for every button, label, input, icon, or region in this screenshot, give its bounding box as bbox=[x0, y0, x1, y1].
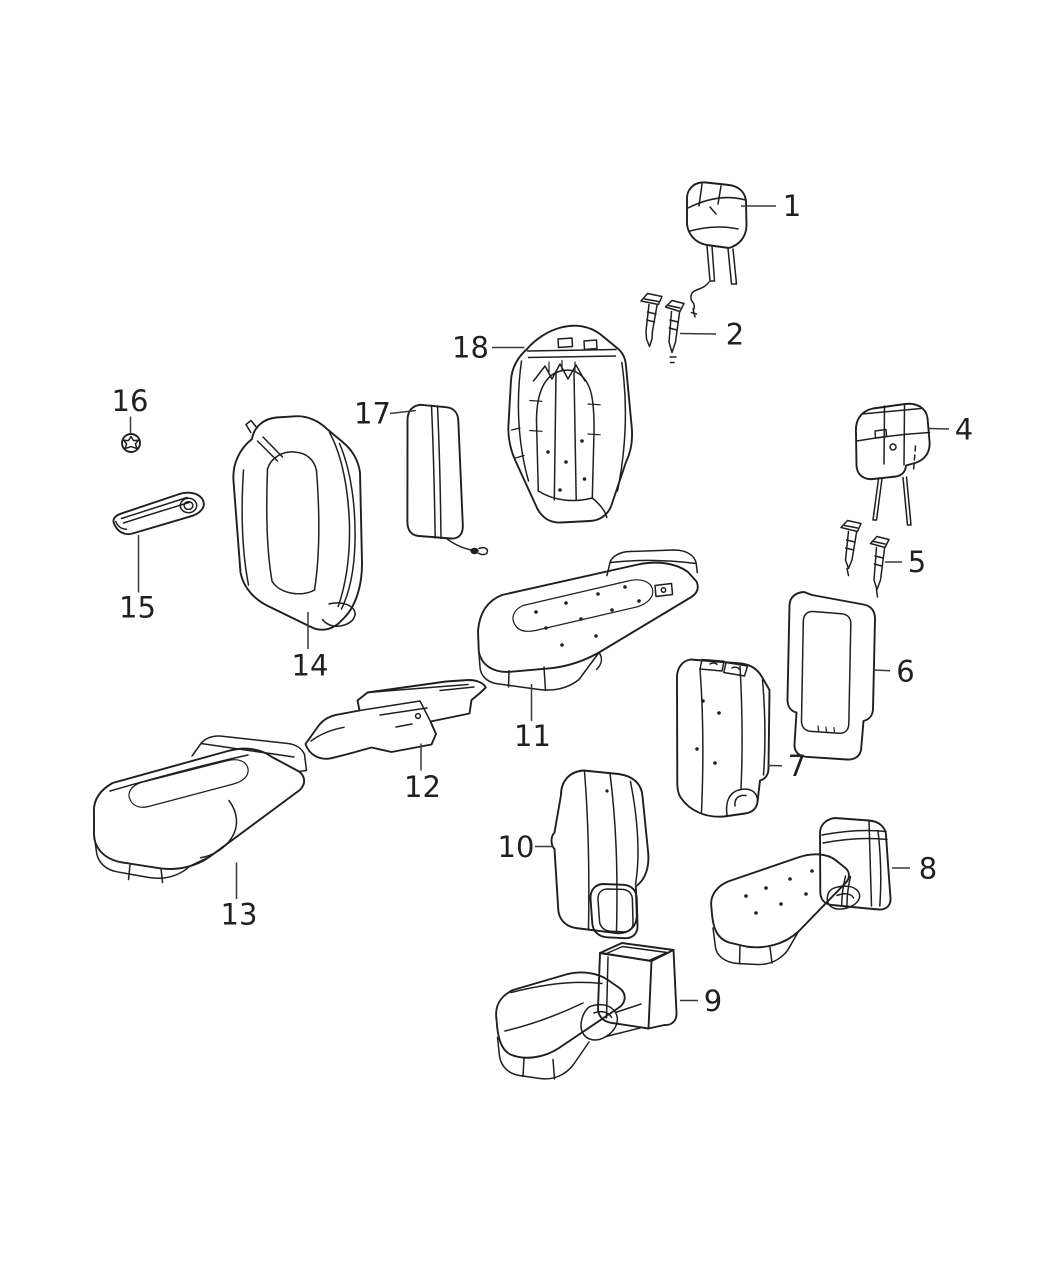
callout-1: 1 bbox=[783, 189, 801, 223]
leader-line-6 bbox=[873, 669, 891, 672]
part-9-seat-cushion-cover bbox=[495, 942, 678, 1080]
callout-12: 12 bbox=[404, 770, 441, 804]
part-14-seat-back-cover bbox=[232, 415, 363, 631]
part-1-headrest bbox=[686, 181, 748, 318]
part-2-headrest-guide-sleeves bbox=[640, 292, 685, 364]
part-13-seat-cushion-cover bbox=[93, 735, 308, 884]
callout-17: 17 bbox=[354, 397, 391, 431]
callout-10: 10 bbox=[498, 830, 535, 864]
callout-9: 9 bbox=[704, 984, 722, 1018]
leader-line-4 bbox=[928, 427, 950, 430]
part-5-headrest-guide-sleeves bbox=[840, 519, 890, 598]
callout-11: 11 bbox=[514, 719, 551, 753]
callout-18: 18 bbox=[452, 331, 489, 365]
callout-13: 13 bbox=[221, 898, 258, 932]
callout-14: 14 bbox=[292, 649, 329, 683]
callout-6: 6 bbox=[896, 655, 914, 689]
leader-lines bbox=[129, 205, 950, 1002]
part-8-seat-cushion-foam bbox=[710, 817, 892, 966]
part-12-cushion-shield bbox=[304, 679, 487, 760]
leader-line-17 bbox=[389, 409, 417, 415]
part-15-armrest bbox=[112, 491, 205, 536]
part-6-seat-back-panel bbox=[786, 591, 876, 761]
callout-15: 15 bbox=[119, 591, 156, 625]
leader-line-2 bbox=[679, 332, 717, 335]
part-17-bolster-pad bbox=[406, 403, 489, 556]
callout-8: 8 bbox=[919, 852, 937, 886]
callout-2: 2 bbox=[726, 318, 744, 352]
part-11-seat-cushion-foam bbox=[477, 549, 699, 692]
callout-labels: 1 2 4 5 6 7 8 9 10 11 12 13 14 15 16 17 … bbox=[112, 189, 974, 1018]
part-10-seat-back-cover bbox=[550, 769, 650, 940]
part-4-folding-headrest bbox=[855, 402, 931, 526]
callout-7: 7 bbox=[788, 749, 806, 783]
part-16-screw bbox=[121, 433, 141, 453]
part-18-seat-back-pad bbox=[507, 324, 633, 524]
part-7-seat-back-foam bbox=[676, 658, 771, 818]
callout-5: 5 bbox=[908, 545, 926, 579]
callout-4: 4 bbox=[955, 413, 973, 447]
callout-16: 16 bbox=[112, 384, 149, 418]
